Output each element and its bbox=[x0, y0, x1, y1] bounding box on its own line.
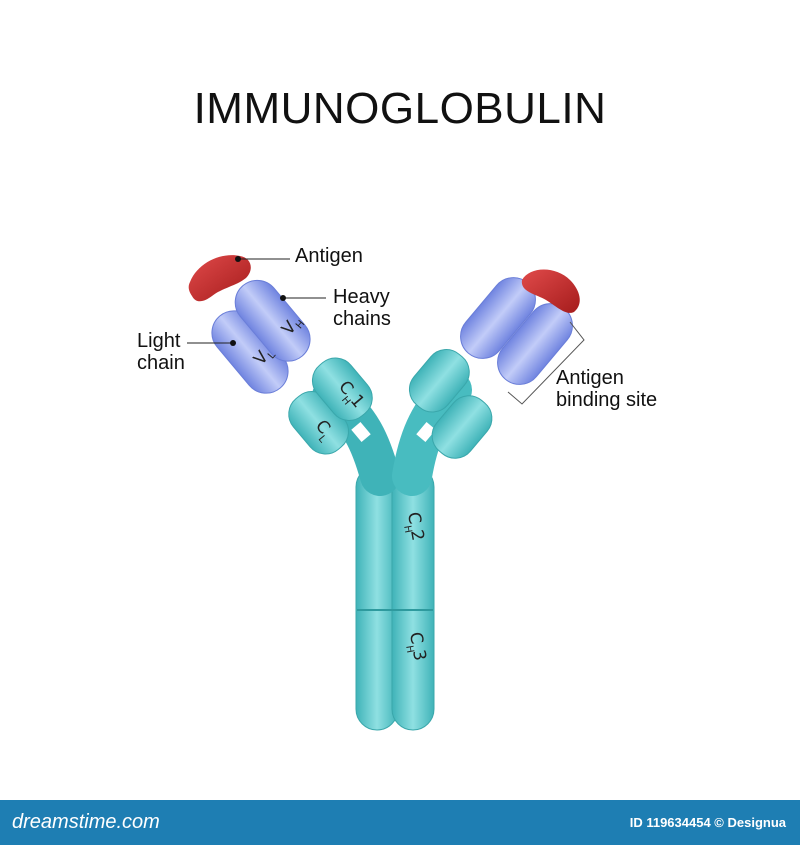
right-cl-domain bbox=[431, 395, 493, 459]
heavy-chains-label-line1: Heavy bbox=[333, 286, 390, 308]
ch2-domain-label: C bbox=[403, 511, 425, 526]
heavy-chains-label: Heavy chains bbox=[333, 286, 391, 330]
antigen-binding-site-label-line1: Antigen bbox=[556, 367, 624, 389]
left-ch1-domain bbox=[311, 357, 373, 421]
light-chain-label-line1: Light bbox=[137, 330, 181, 352]
stem-right-chain bbox=[391, 465, 435, 731]
heavy-chains-label-line2: chains bbox=[333, 308, 391, 330]
footer-brand[interactable]: dreamstime.com bbox=[12, 811, 160, 833]
left-vh-domain bbox=[234, 279, 311, 362]
antigen-label: Antigen bbox=[295, 245, 363, 267]
antigen-right bbox=[521, 269, 580, 313]
light-chain-label-line2: chain bbox=[137, 352, 185, 374]
antigen-binding-site-label: Antigen binding site bbox=[556, 367, 657, 411]
light-chain-label: Light chain bbox=[137, 330, 185, 374]
footer-bar: dreamstime.com ID 119634454 © Designua bbox=[0, 800, 800, 845]
ch3-domain-label: C bbox=[405, 631, 427, 646]
antigen-left bbox=[188, 255, 251, 302]
diagram-title: IMMUNOGLOBULIN bbox=[193, 84, 607, 133]
immunoglobulin-diagram: IMMUNOGLOBULIN bbox=[137, 84, 657, 731]
ch3-domain-num: 3 bbox=[408, 648, 430, 662]
vl-domain-sub: L bbox=[266, 350, 278, 362]
cl-domain-sub: L bbox=[316, 434, 328, 446]
antigen-binding-site-label-line2: binding site bbox=[556, 389, 658, 411]
ch2-domain-sub: H bbox=[401, 525, 413, 534]
antibody-illustration: V H V L C H 1 C L C H 2 C bbox=[187, 255, 585, 731]
ch2-domain-num: 2 bbox=[406, 528, 428, 542]
right-ch1-domain bbox=[408, 349, 470, 413]
ch3-domain-sub: H bbox=[403, 645, 415, 654]
footer-credit: ID 119634454 © Designua bbox=[629, 815, 786, 830]
